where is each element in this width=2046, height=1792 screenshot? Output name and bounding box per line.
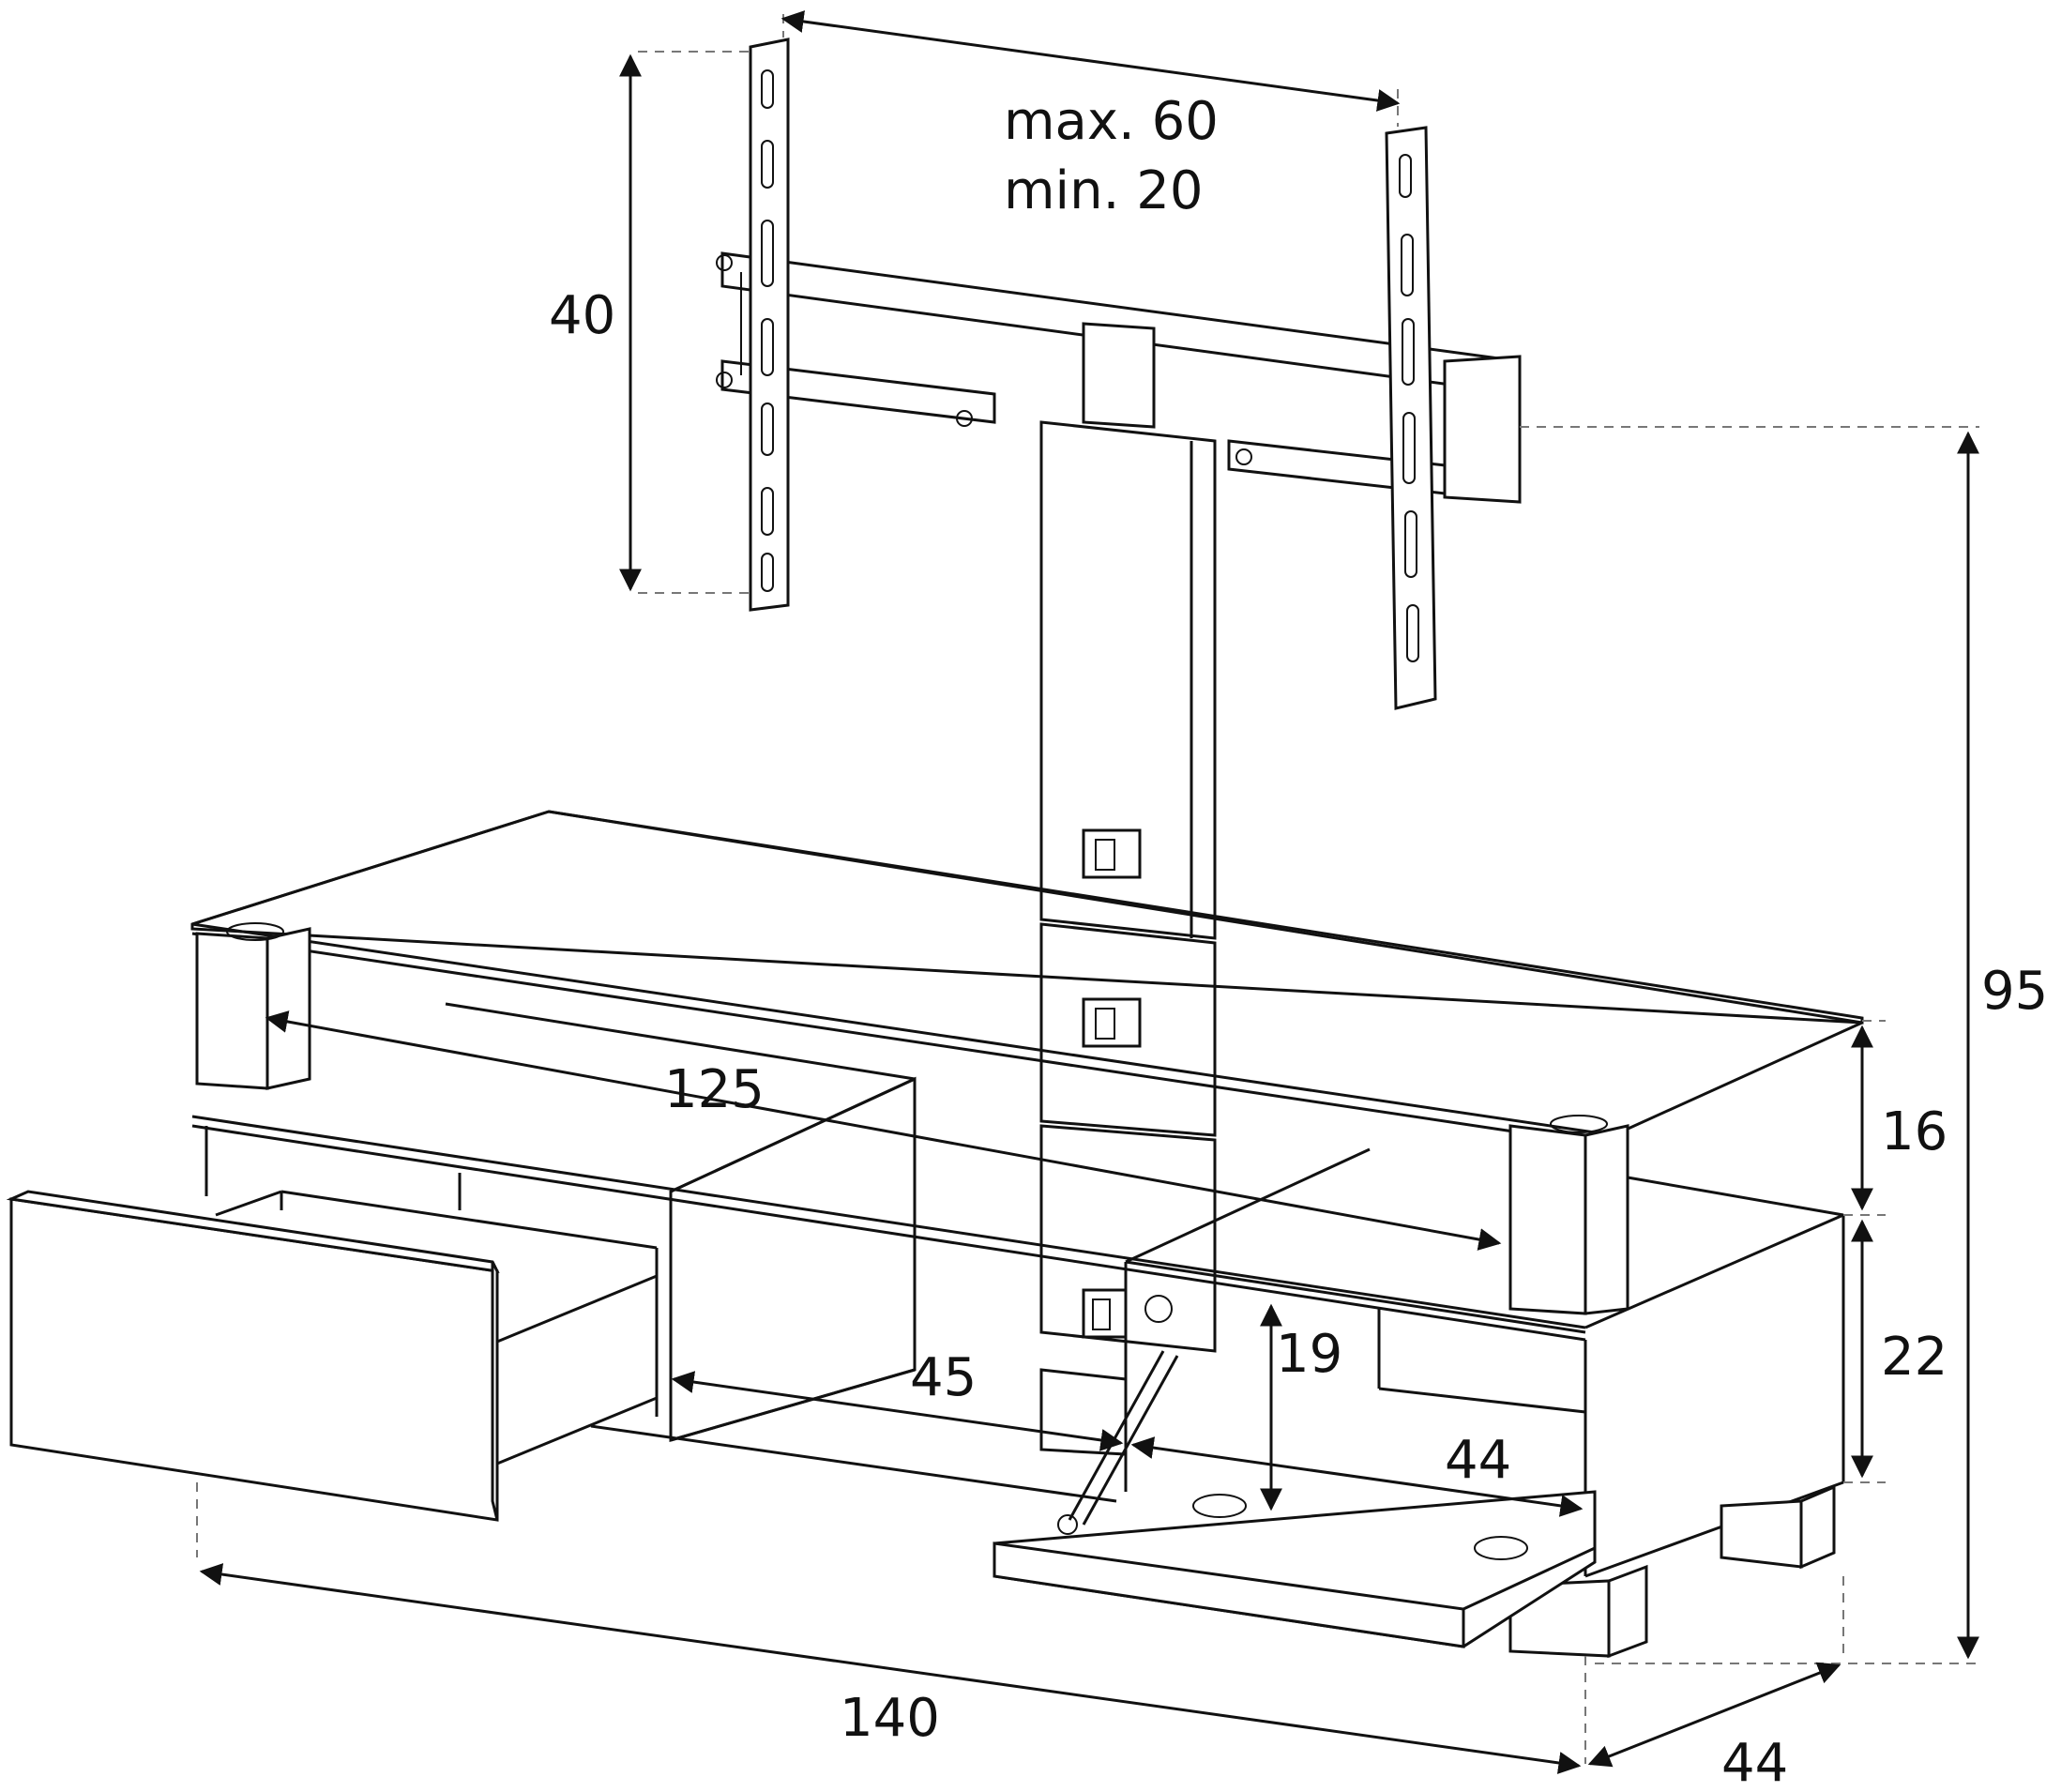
arrow-icon (199, 10, 1979, 1774)
top-glass-shelf (190, 810, 1864, 1315)
compartment-width-label: 44 (1445, 1430, 1511, 1491)
total-width-label: 140 (840, 1688, 940, 1749)
bracket-spacing-max: max. 60 (1004, 91, 1219, 152)
bracket-height-label: 40 (549, 285, 615, 346)
top-shelf-height-label: 16 (1881, 1101, 1947, 1162)
depth-label: 44 (1721, 1733, 1788, 1792)
compartment-height-label: 19 (1276, 1324, 1342, 1385)
drawer-width-label: 45 (910, 1347, 977, 1408)
inner-width-label: 125 (664, 1059, 765, 1120)
tv-bracket (716, 38, 1522, 710)
dimension-labels: max. 60 min. 20 40 95 16 22 125 45 19 44… (549, 91, 2046, 1792)
body-height-label: 22 (1881, 1327, 1947, 1388)
open-drawer (6, 1190, 659, 1522)
bracket-spacing-min: min. 20 (1004, 160, 1203, 221)
total-height-label: 95 (1981, 961, 2046, 1022)
